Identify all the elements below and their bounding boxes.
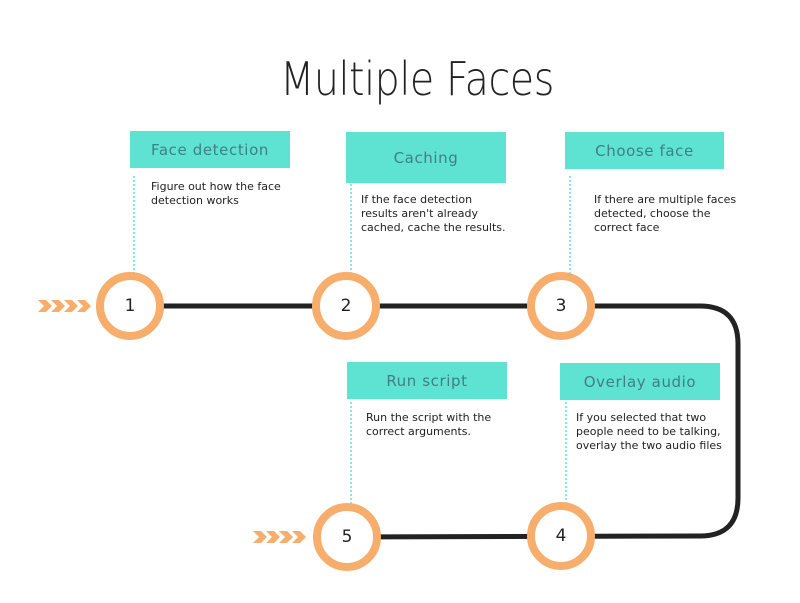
step-3-description: If there are multiple faces detected, ch… [594,193,737,234]
start-arrows [38,300,91,312]
step-1-node: 1 [96,272,164,340]
step-4-description: If you selected that two people need to … [576,411,722,452]
step-4-label-box: Overlay audio [560,363,720,400]
diagram-title: Multiple Faces [280,52,554,106]
step-2-description: If the face detection results aren't alr… [361,193,506,234]
step-5-node: 5 [313,503,381,571]
step-2-node: 2 [312,272,380,340]
end-arrows [253,531,306,543]
step-4-node: 4 [527,502,595,570]
step-2-label-box: Caching [346,132,506,183]
step-1-label-box: Face detection [130,131,290,168]
step-1-description: Figure out how the face detection works [151,180,281,207]
timeline-path [127,303,741,540]
step-5-description: Run the script with the correct argument… [366,411,492,438]
step-3-label-box: Choose face [565,132,724,169]
step-3-node: 3 [527,272,595,340]
step-5-label-box: Run script [347,362,507,399]
